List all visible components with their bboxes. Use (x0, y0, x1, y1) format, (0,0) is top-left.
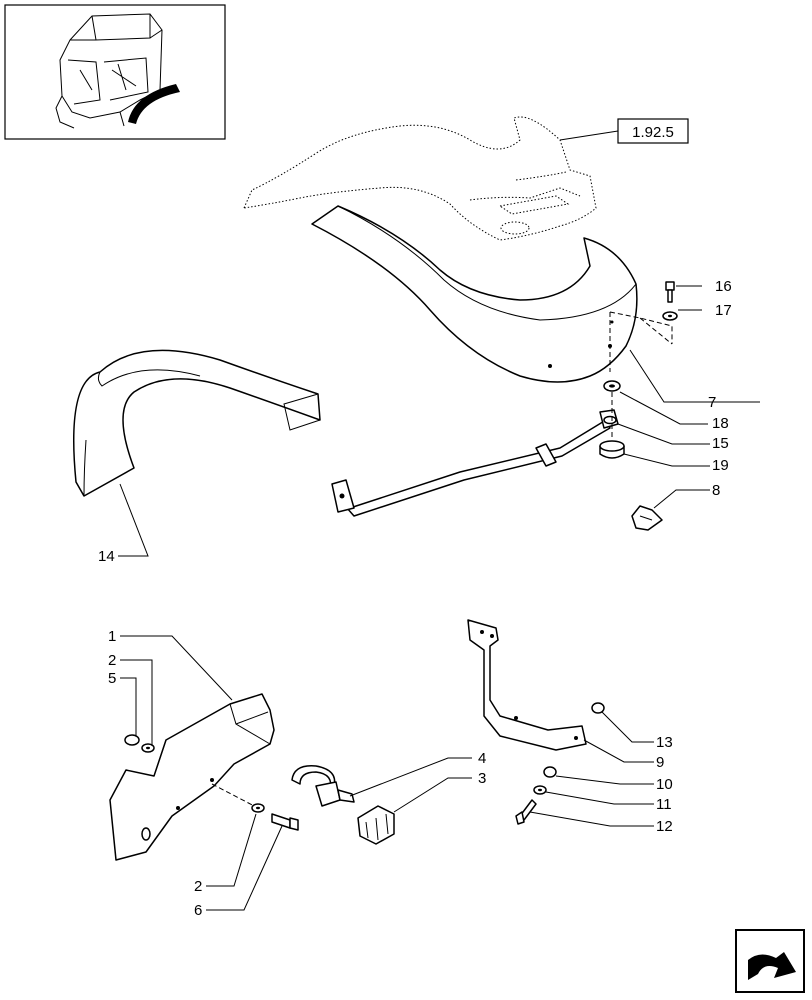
callout-10: 10 (656, 776, 673, 793)
reference-box[interactable]: 1.92.5 (617, 118, 689, 144)
mud-flap-part-1[interactable] (109, 693, 275, 861)
washer-part-2b[interactable] (251, 803, 265, 813)
next-page-arrow-icon[interactable] (735, 929, 805, 993)
washer-part-15[interactable] (603, 415, 617, 425)
bolt-part-16[interactable] (665, 281, 675, 303)
nut-part-10[interactable] (543, 766, 557, 778)
fender-part-7[interactable] (311, 205, 638, 383)
bolt-part-12[interactable] (515, 799, 537, 825)
callout-15: 15 (712, 435, 729, 452)
callout-17: 17 (715, 302, 732, 319)
ghost-fender-outline (243, 116, 597, 241)
callout-2-upper: 2 (108, 652, 116, 669)
clip-part-3[interactable] (357, 805, 395, 845)
callout-13: 13 (656, 734, 673, 751)
callout-1: 1 (108, 628, 116, 645)
nut-part-5[interactable] (124, 734, 140, 746)
callout-9: 9 (656, 754, 664, 771)
washer-part-17[interactable] (662, 311, 678, 321)
bolt-part-6[interactable] (271, 813, 299, 831)
callout-3: 3 (478, 770, 486, 787)
callout-14: 14 (98, 548, 115, 565)
callout-2-lower: 2 (194, 878, 202, 895)
callout-16: 16 (715, 278, 732, 295)
tractor-thumbnail-icon (4, 4, 226, 140)
callout-8: 8 (712, 482, 720, 499)
callout-11: 11 (656, 796, 672, 813)
bracket-part-9[interactable] (467, 619, 587, 751)
nut-part-13[interactable] (591, 702, 605, 714)
callout-6: 6 (194, 902, 202, 919)
ring-pin-part-4[interactable] (291, 765, 355, 807)
callout-12: 12 (656, 818, 673, 835)
callout-19: 19 (712, 457, 729, 474)
wheel-arch-part-14[interactable] (73, 349, 321, 497)
callout-18: 18 (712, 415, 729, 432)
bushing-part-19[interactable] (599, 440, 625, 459)
callout-4: 4 (478, 750, 486, 767)
washer-part-2a[interactable] (141, 743, 155, 753)
clip-part-8[interactable] (631, 505, 663, 531)
washer-part-11[interactable] (533, 785, 547, 795)
spacer-part-18[interactable] (603, 380, 621, 392)
stay-rod[interactable] (331, 409, 619, 517)
callout-7: 7 (708, 394, 716, 411)
reference-label: 1.92.5 (632, 124, 674, 141)
callout-5: 5 (108, 670, 116, 687)
